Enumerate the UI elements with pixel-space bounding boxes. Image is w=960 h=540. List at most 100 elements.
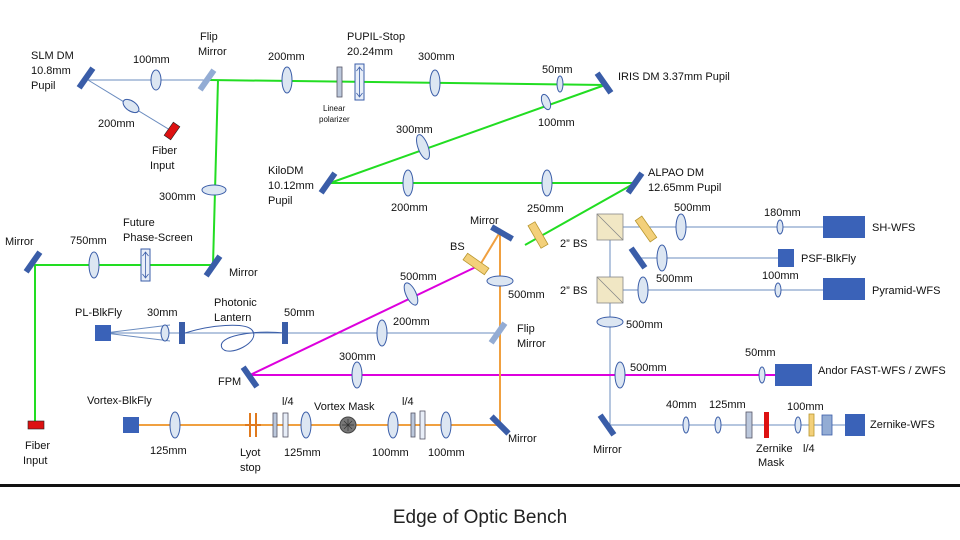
label-qwp1: l/4 <box>282 396 294 408</box>
label-250: 250mm <box>527 203 564 215</box>
mirrors <box>23 66 648 437</box>
label-sh-wfs: SH-WFS <box>872 222 915 234</box>
lens-alpao <box>541 169 553 197</box>
qwp-2b <box>419 410 426 440</box>
lens-200-top <box>281 66 293 94</box>
qwp-1b <box>282 412 289 438</box>
photonic-lantern-fiber <box>184 324 286 352</box>
bench-edge-line <box>0 484 960 487</box>
lens-100-v2 <box>440 411 452 439</box>
label-alpao-2: 12.65mm Pupil <box>648 182 721 194</box>
lens-100-v1 <box>387 411 399 439</box>
beam-pl-fan-2 <box>104 332 171 342</box>
label-500-orange: 500mm <box>508 289 545 301</box>
bs-magenta <box>462 252 490 276</box>
qwp-1 <box>272 412 278 438</box>
label-vortex-blk: Vortex-BlkFly <box>87 395 152 407</box>
lens-500-psf <box>656 244 668 272</box>
lens-500-magenta <box>403 282 419 306</box>
label-lyot-2: stop <box>240 462 261 474</box>
sh-wfs-camera <box>823 216 865 238</box>
lens-100-iris <box>540 93 552 111</box>
label-bs: BS <box>450 241 465 253</box>
flip-mirror-top <box>197 68 217 92</box>
label-kilo-2: 10.12mm <box>268 180 314 192</box>
lens-500-pyr <box>637 276 649 304</box>
label-125-vortex: 125mm <box>150 445 187 457</box>
lens-50-iris <box>556 75 564 93</box>
lens-180 <box>776 219 784 235</box>
fiber-input-top <box>163 121 181 141</box>
lens-300-diag <box>416 134 430 160</box>
label-100-pyr: 100mm <box>762 270 799 282</box>
pl-mount-2 <box>282 322 288 344</box>
lens-500-orange <box>486 275 514 287</box>
kilo-dm-mirror <box>318 171 338 195</box>
label-slm-dm-pupil: Pupil <box>31 80 55 92</box>
label-linear-1: Linear <box>323 104 346 113</box>
psf-blkfly-camera <box>778 249 794 267</box>
beam-orange <box>135 228 501 426</box>
label-fiber-input-left-1: Fiber <box>25 440 50 452</box>
label-200-slm: 200mm <box>98 118 135 130</box>
bs-dichroic-sh <box>634 215 658 243</box>
fpm-mirror <box>240 365 260 389</box>
beam-green-main <box>209 79 639 246</box>
label-zernike-wfs: Zernike-WFS <box>870 419 935 431</box>
beamsplitters <box>462 213 658 304</box>
lens-100-top <box>150 69 162 91</box>
label-50-andor: 50mm <box>745 347 776 359</box>
lens-125-lyot <box>300 411 312 439</box>
vortex-mask-pattern <box>342 419 354 431</box>
label-fiber-input-left-2: Input <box>23 455 47 467</box>
label-50-pl: 50mm <box>284 307 315 319</box>
fiber-input-left <box>27 420 45 430</box>
qwp-2 <box>410 412 416 438</box>
label-300-top: 300mm <box>418 51 455 63</box>
label-flip-mirror-top-1: Flip <box>200 31 218 43</box>
label-300-diag: 300mm <box>396 124 433 136</box>
slm-dm-mirror <box>76 66 96 90</box>
label-pupil-stop-2: 20.24mm <box>347 46 393 58</box>
lens-500-andor <box>614 361 626 389</box>
label-bs2-bot: 2” BS <box>560 285 588 297</box>
qwp-z <box>808 413 815 437</box>
alpao-dm-mirror <box>625 171 645 195</box>
lens-125-vortex <box>169 411 181 439</box>
mirror-orange <box>489 414 511 436</box>
lens-500-below-bs <box>596 316 624 328</box>
label-fiber-input-top-1: Fiber <box>152 145 177 157</box>
label-kilo-1: KiloDM <box>268 165 303 177</box>
label-mirror-bottom: Mirror <box>593 444 622 456</box>
label-slm-dm-size: 10.8mm <box>31 65 71 77</box>
label-50-iris: 50mm <box>542 64 573 76</box>
zernike-wfs-camera <box>845 414 865 436</box>
label-300-vert: 300mm <box>159 191 196 203</box>
bs-2inch-bottom <box>596 276 624 304</box>
label-125-lyot: 125mm <box>284 447 321 459</box>
label-future-2: Phase-Screen <box>123 232 193 244</box>
pupil-stop-arrow <box>356 66 363 98</box>
zernike-mask <box>764 412 769 438</box>
lens-300-fpm <box>351 361 363 389</box>
label-lyot-1: Lyot <box>240 447 260 459</box>
label-mirror-orange: Mirror <box>508 433 537 445</box>
beam-paths <box>34 79 850 426</box>
label-pupil-stop-1: PUPIL-Stop <box>347 31 405 43</box>
label-300-fpm: 300mm <box>339 351 376 363</box>
zernike-stage <box>745 411 753 439</box>
lens-300-top <box>429 69 441 97</box>
mirror-left <box>23 250 43 274</box>
label-flip-mid-2: Mirror <box>517 338 546 350</box>
small-optics <box>140 63 833 440</box>
fiber-sources <box>27 121 181 430</box>
lens-500-sh <box>675 213 687 241</box>
label-photonic-2: Lantern <box>214 312 251 324</box>
andor-camera <box>775 364 812 386</box>
pyramid-wfs-camera <box>823 278 865 300</box>
pl-mount <box>179 322 185 344</box>
label-zernike-mask-2: Mask <box>758 457 785 469</box>
label-750: 750mm <box>70 235 107 247</box>
lens-300-vert <box>201 184 227 196</box>
